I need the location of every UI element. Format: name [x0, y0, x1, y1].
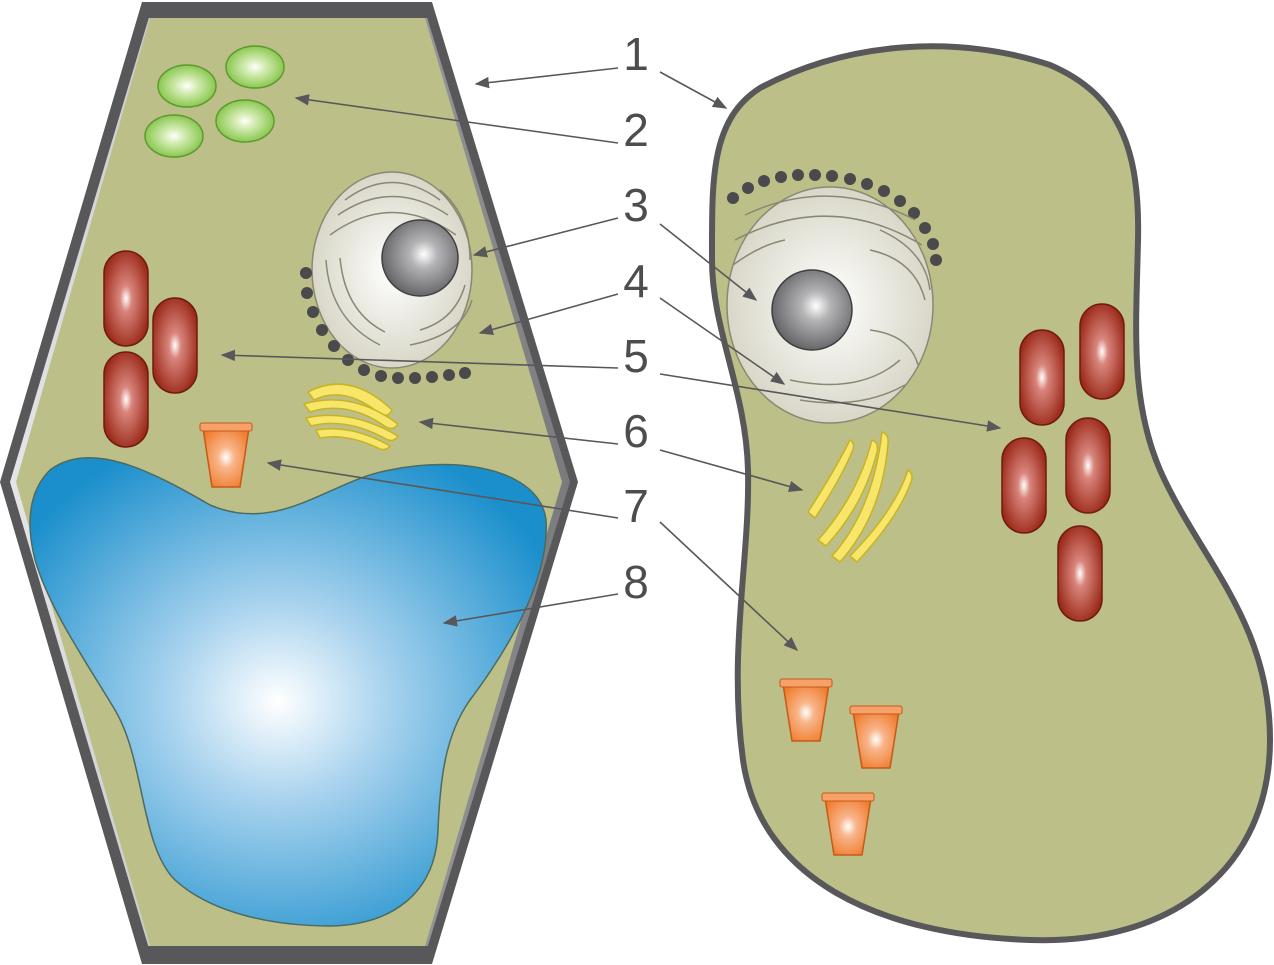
label-5: 5 — [623, 330, 649, 382]
plant-cell — [0, 2, 578, 964]
lysosome — [199, 422, 253, 488]
ribosomes — [300, 267, 471, 384]
chloroplast — [215, 99, 275, 143]
lysosome — [779, 678, 833, 742]
mitochondrion — [103, 351, 149, 448]
mitochondrion — [1065, 417, 1111, 514]
label-4: 4 — [623, 255, 649, 307]
central-vacuole — [29, 456, 547, 927]
label-7: 7 — [623, 480, 649, 532]
mitochondrion — [1057, 525, 1103, 622]
lysosome — [849, 705, 903, 769]
chloroplast — [157, 64, 217, 108]
animal-cell — [708, 43, 1274, 944]
number-labels: 1 2 3 4 5 6 7 8 — [623, 28, 649, 608]
nucleolus — [771, 269, 853, 351]
label-2: 2 — [623, 104, 649, 156]
mitochondrion — [1019, 329, 1065, 426]
animal-nucleus-complex — [726, 186, 934, 424]
leader-lines — [220, 67, 1002, 651]
chloroplast-group — [144, 45, 285, 158]
mitochondrion — [1079, 303, 1125, 400]
lysosome — [821, 792, 875, 856]
plant-nucleus-complex — [311, 171, 473, 369]
label-6: 6 — [623, 405, 649, 457]
label-3: 3 — [623, 179, 649, 231]
nucleolus — [381, 219, 459, 297]
golgi-apparatus — [302, 383, 400, 451]
ribosomes — [727, 169, 942, 266]
chloroplast — [225, 45, 285, 89]
chloroplast — [144, 114, 204, 158]
label-8: 8 — [623, 556, 649, 608]
mitochondria-group — [1001, 303, 1125, 622]
label-1: 1 — [623, 28, 649, 80]
mitochondrion — [103, 250, 149, 347]
mitochondria-group — [103, 250, 198, 448]
mitochondrion — [152, 297, 198, 394]
mitochondrion — [1001, 437, 1047, 534]
golgi-apparatus — [807, 431, 913, 564]
